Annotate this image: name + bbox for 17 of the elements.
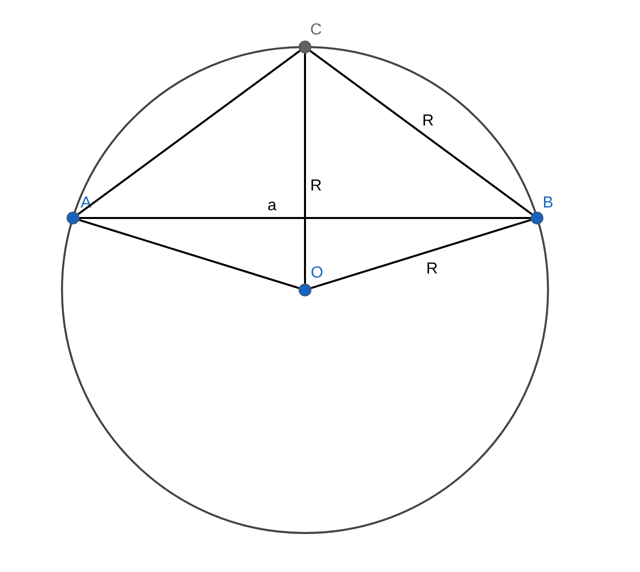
point-label: O bbox=[312, 266, 322, 278]
edge-label: R bbox=[308, 178, 324, 192]
line-segment bbox=[304, 53, 306, 284]
point bbox=[298, 40, 312, 54]
point-label: B bbox=[544, 196, 552, 208]
line-segment bbox=[79, 217, 531, 219]
line-segment bbox=[310, 50, 532, 215]
edge-label: a bbox=[266, 200, 278, 212]
point bbox=[66, 212, 80, 224]
point bbox=[298, 284, 312, 296]
line-segment bbox=[78, 50, 300, 216]
edge-label: R bbox=[424, 261, 440, 275]
line-segment bbox=[310, 218, 532, 290]
line-segment bbox=[78, 218, 300, 290]
point-label: C bbox=[311, 23, 322, 35]
point bbox=[530, 212, 544, 224]
edge-label: R bbox=[420, 113, 436, 127]
